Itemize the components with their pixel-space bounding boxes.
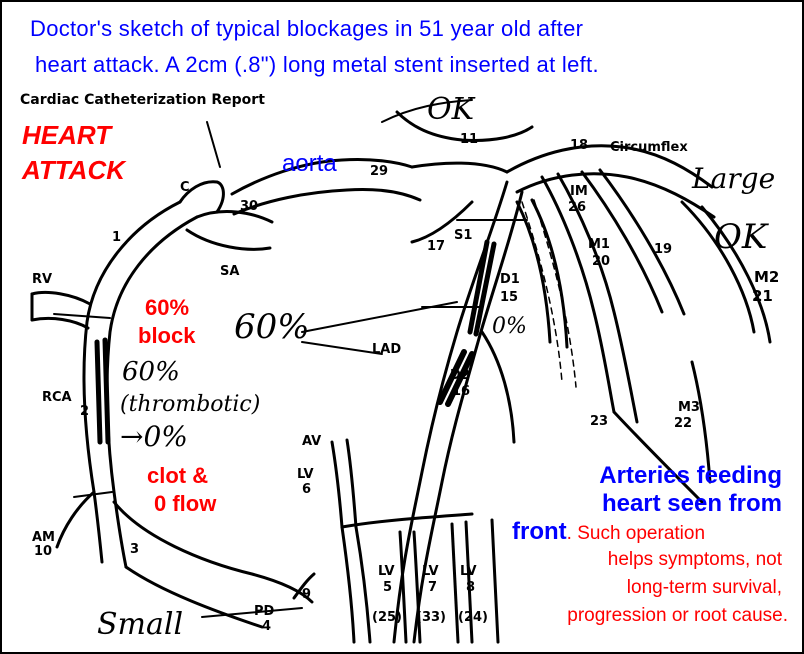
lad-outer xyxy=(394,182,507,642)
label-sa: SA xyxy=(220,264,239,279)
legend-line-3: front. Such operation xyxy=(512,518,705,549)
label-16: 16 xyxy=(452,384,470,399)
rv-branch-lower xyxy=(32,318,88,328)
legend-rest-3: long-term survival, xyxy=(627,574,782,602)
rca-distal xyxy=(114,502,312,602)
heart-attack-line-2: ATTACK xyxy=(22,155,125,186)
d2-branch xyxy=(482,332,514,442)
block-pointer xyxy=(54,314,110,318)
label-lv5-num: 5 xyxy=(383,580,392,595)
dashed-vessel-2 xyxy=(534,200,576,387)
lad-60-pointer-2 xyxy=(302,342,382,354)
legend-rest-1: . Such operation xyxy=(567,523,705,544)
block-note-line-2: block xyxy=(138,322,195,349)
handwriting-thrombotic: (thrombotic) xyxy=(120,392,260,417)
clot-note-line-2: 0 flow xyxy=(154,490,216,517)
label-lv8-num: 8 xyxy=(466,580,475,595)
label-s1: S1 xyxy=(454,228,472,243)
handwriting-zero: →0% xyxy=(120,420,188,453)
handwriting-small: Small xyxy=(97,607,183,642)
label-30: 30 xyxy=(240,199,258,214)
lv8-branch xyxy=(492,520,498,642)
label-d1: D1 xyxy=(500,272,520,287)
label-lv5: LV xyxy=(378,564,395,579)
label-p24: (24) xyxy=(458,610,488,625)
legend-rest-4: progression or root cause. xyxy=(567,602,788,630)
label-p25: (25) xyxy=(372,610,402,625)
rca-stent-marks xyxy=(97,340,108,442)
handwriting-ok-right: OK xyxy=(714,217,767,257)
label-11: 11 xyxy=(460,132,478,147)
label-am-num: 10 xyxy=(34,544,52,559)
label-rca-num: 2 xyxy=(80,404,89,419)
label-d2: D2 xyxy=(450,368,470,383)
label-1: 1 xyxy=(112,230,121,245)
label-lad: LAD xyxy=(372,342,401,357)
handwriting-zero-lad: 0% xyxy=(492,314,527,339)
label-lv-num: 6 xyxy=(302,482,311,497)
label-18: 18 xyxy=(570,138,588,153)
circumflex-lower xyxy=(517,174,714,217)
label-m1-num: 20 xyxy=(592,254,610,269)
handwriting-sixty-lad: 60% xyxy=(234,307,310,347)
sa-branch-lower xyxy=(187,230,270,249)
label-lv8: LV xyxy=(460,564,477,579)
label-m1: M1 xyxy=(588,237,610,252)
aorta-inner xyxy=(234,189,420,214)
legend-rest-2: helps symptoms, not xyxy=(608,546,782,574)
handwriting-large: Large xyxy=(692,162,775,195)
legend-bold-1: Arteries feeding xyxy=(599,462,782,489)
label-av: AV xyxy=(302,434,321,449)
caption-line-2: heart attack. A 2cm (.8") long metal ste… xyxy=(35,52,599,78)
label-m2: M2 xyxy=(754,268,779,286)
caption-line-1: Doctor's sketch of typical blockages in … xyxy=(30,16,583,42)
lv-branch-1 xyxy=(342,527,354,642)
am-branch xyxy=(57,492,94,547)
legend-bold-2: heart seen from xyxy=(602,490,782,517)
legend-bold-3: front xyxy=(512,518,567,545)
label-c: C xyxy=(180,180,190,195)
handwriting-ok-top: OK xyxy=(427,92,474,127)
label-lv7: LV xyxy=(422,564,439,579)
aorta-label: aorta xyxy=(282,150,337,178)
clot-note-line-1: clot & xyxy=(147,462,208,489)
label-p33: (33) xyxy=(416,610,446,625)
block-note-line-1: 60% xyxy=(145,294,189,321)
label-22: 22 xyxy=(674,416,692,431)
label-am: AM xyxy=(32,530,55,545)
left-main xyxy=(412,163,507,172)
av-branch-1 xyxy=(332,442,342,527)
label-3: 3 xyxy=(130,542,139,557)
heart-attack-line-1: HEART xyxy=(22,120,111,151)
label-17: 17 xyxy=(427,239,445,254)
label-19: 19 xyxy=(654,242,672,257)
label-23: 23 xyxy=(590,414,608,429)
label-rv: RV xyxy=(32,272,52,287)
label-im: IM xyxy=(570,184,588,199)
label-lv: LV xyxy=(297,467,314,482)
label-circumflex: Circumflex xyxy=(610,140,688,155)
label-15: 15 xyxy=(500,290,518,305)
lv-branch-2 xyxy=(356,527,370,642)
label-pd: PD xyxy=(254,604,274,619)
report-title: Cardiac Catheterization Report xyxy=(20,92,265,108)
label-pd-num: 4 xyxy=(262,619,271,634)
label-9: 9 xyxy=(302,587,311,602)
label-29: 29 xyxy=(370,164,388,179)
lad-stenosis xyxy=(470,242,494,334)
handwriting-sixty-rca: 60% xyxy=(122,357,180,387)
label-m3: M3 xyxy=(678,400,700,415)
label-m2-num: 21 xyxy=(752,287,773,305)
label-lv7-num: 7 xyxy=(428,580,437,595)
av-branch-2 xyxy=(347,440,356,527)
label-rca: RCA xyxy=(42,390,72,405)
label-im-num: 26 xyxy=(568,200,586,215)
rv-branch-upper xyxy=(32,292,90,304)
report-pointer xyxy=(207,122,220,167)
